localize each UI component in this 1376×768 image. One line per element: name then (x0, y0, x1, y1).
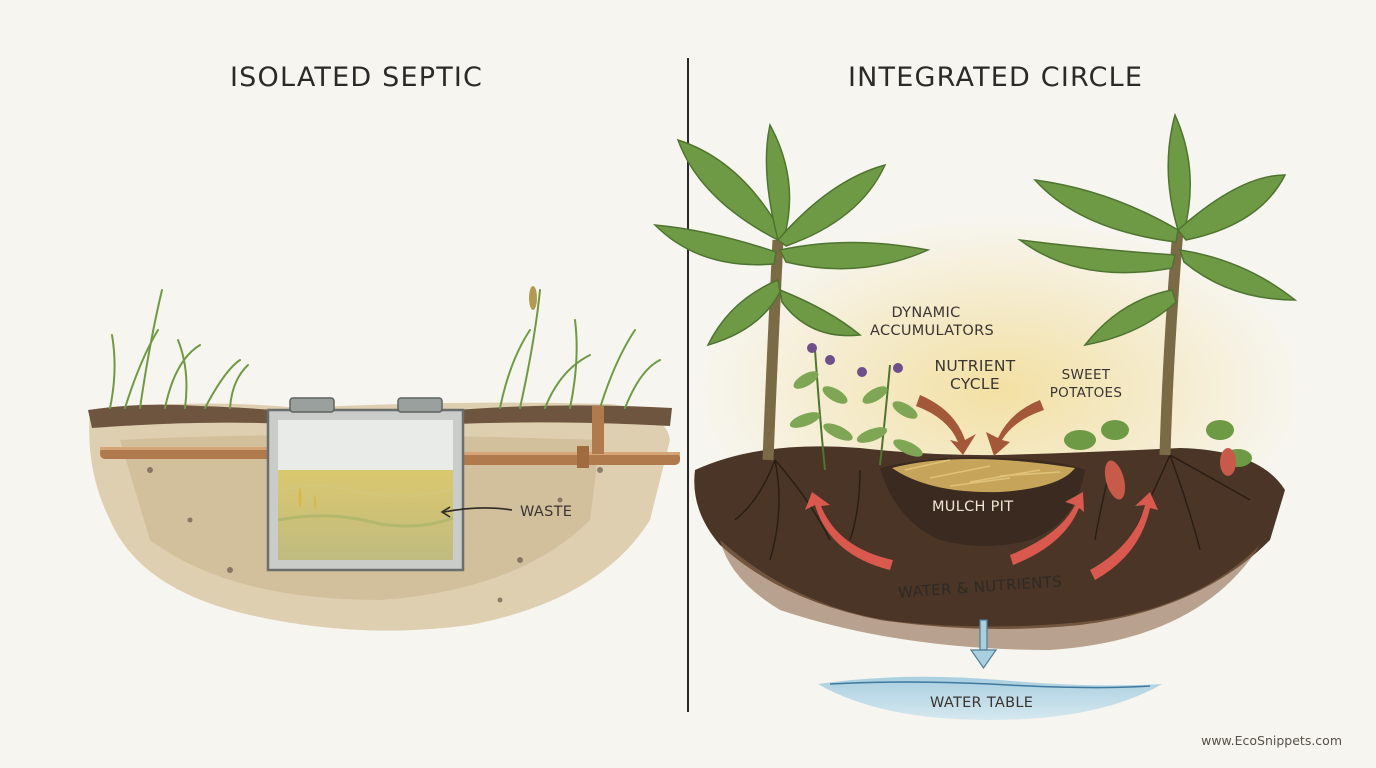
waste-pointer-arrow (443, 507, 513, 513)
banana-tree-right (1017, 112, 1298, 456)
right-panel-title: INTEGRATED CIRCLE (848, 62, 1144, 93)
topsoil-strip-right (455, 405, 672, 426)
left-panel-title: ISOLATED SEPTIC (230, 62, 484, 93)
mulch-straw (892, 459, 1075, 493)
water-nutrients-arrows (805, 492, 1158, 580)
septic-illustration (88, 286, 680, 631)
waste-label: WASTE (520, 504, 573, 520)
site-watermark: www.EcoSnippets.com (1201, 733, 1342, 748)
integrated-circle-illustration (653, 112, 1300, 720)
downward-arrow-icon (969, 619, 998, 670)
accumulator-plants (789, 343, 923, 471)
grass-left (109, 289, 249, 409)
grass-seedhead (529, 286, 537, 310)
water-table (818, 676, 1162, 720)
sweet-potato-plant (1064, 420, 1252, 500)
dynamic-accumulators-label: DYNAMIC ACCUMULATORS (870, 305, 995, 339)
grass-right (499, 289, 661, 409)
mulch-straw-strands (904, 459, 1061, 487)
topsoil-strip (88, 404, 290, 428)
nutrient-cycle-arrows (916, 395, 1044, 456)
mulch-pit-label: MULCH PIT (932, 499, 1014, 515)
water-table-label: WATER TABLE (930, 695, 1034, 711)
panel-divider (687, 58, 689, 712)
sweet-potatoes-label: SWEET POTATOES (1049, 367, 1123, 401)
subsoil-wash (720, 540, 1260, 650)
banana-tree-left (653, 122, 931, 461)
nutrient-cycle-label: NUTRIENT CYCLE (934, 357, 1016, 393)
septic-tank (266, 397, 465, 572)
